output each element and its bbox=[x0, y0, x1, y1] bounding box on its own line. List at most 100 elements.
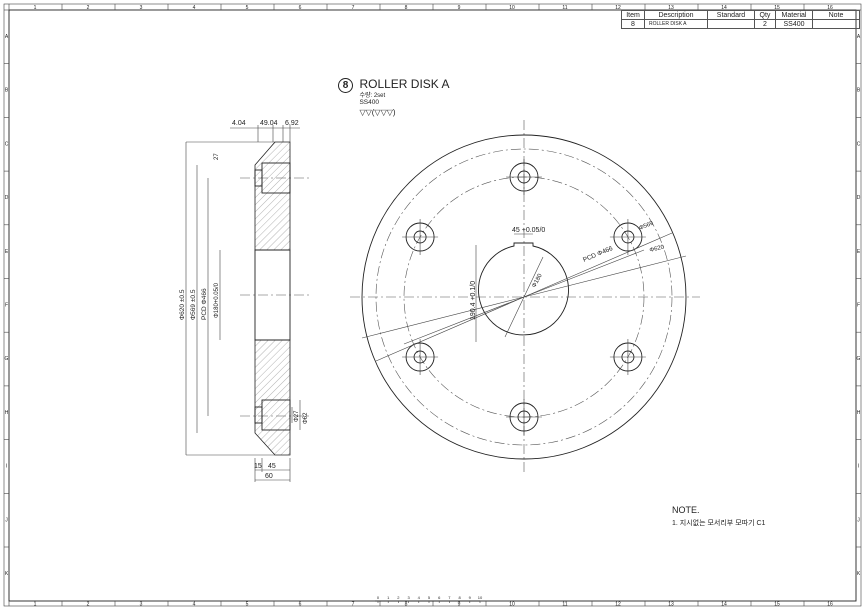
note-title: NOTE. bbox=[672, 505, 700, 515]
column-label: 7 bbox=[352, 5, 355, 11]
bolt-hole bbox=[506, 159, 542, 195]
column-label: 14 bbox=[721, 602, 727, 608]
dim-60: 60 bbox=[265, 473, 273, 480]
dim-d27: Φ27 bbox=[294, 410, 300, 422]
column-label: 13 bbox=[668, 5, 674, 11]
scale-label: 6 bbox=[438, 595, 441, 600]
scale-label: 0 bbox=[377, 595, 380, 600]
dim-6-92: 6.92 bbox=[285, 120, 299, 127]
dim-pcd-front: PCD Φ466 bbox=[582, 245, 614, 264]
column-label: 8 bbox=[405, 5, 408, 11]
column-label: 15 bbox=[774, 602, 780, 608]
row-label: K bbox=[857, 571, 861, 577]
bom-cell: 2 bbox=[754, 19, 776, 29]
bom-header: Note bbox=[812, 10, 860, 20]
part-material: SS400 bbox=[359, 99, 379, 106]
dim-chamfer: 27 bbox=[214, 153, 220, 160]
scale-label: 1 bbox=[387, 595, 390, 600]
column-label: 10 bbox=[509, 5, 515, 11]
column-label: 12 bbox=[615, 602, 621, 608]
column-label: 14 bbox=[721, 5, 727, 11]
dim-d620: Φ620 ±0.5 bbox=[179, 289, 186, 320]
row-label: J bbox=[857, 517, 860, 523]
column-label: 2 bbox=[87, 602, 90, 608]
scale-label: 10 bbox=[478, 595, 483, 600]
dim-bore: Φ180 bbox=[531, 272, 544, 288]
scale-label: 3 bbox=[407, 595, 410, 600]
row-label: D bbox=[5, 195, 9, 201]
dim-pcd: PCD Φ466 bbox=[201, 288, 208, 320]
bolt-hole bbox=[609, 219, 646, 255]
column-label: 1 bbox=[34, 5, 37, 11]
section-hatch-top bbox=[254, 141, 291, 251]
row-label: G bbox=[857, 356, 861, 362]
row-label: B bbox=[5, 88, 9, 94]
column-labels: 1122334455667788991010111112121313141415… bbox=[8, 4, 833, 608]
surface-finish: ▽▽(▽▽▽) bbox=[359, 108, 396, 117]
scale-label: 4 bbox=[418, 595, 421, 600]
column-label: 13 bbox=[668, 602, 674, 608]
row-label: F bbox=[5, 303, 8, 309]
outer-border bbox=[3, 3, 862, 607]
bom-header: Material bbox=[775, 10, 813, 20]
bolt-hole bbox=[506, 399, 542, 435]
bom-row: 8 ROLLER DISK A 2 SS400 bbox=[621, 19, 860, 29]
column-label: 1 bbox=[34, 602, 37, 608]
column-label: 3 bbox=[140, 5, 143, 11]
bolt-hole bbox=[402, 219, 439, 255]
dim-keyway-width: 45 +0.05/0 bbox=[512, 227, 545, 234]
note-block: NOTE. 1. 지시없는 모서리부 모따기 C1 bbox=[672, 505, 765, 528]
section-hatch-bottom bbox=[254, 339, 291, 456]
bom-cell: 8 bbox=[621, 19, 645, 29]
bolt-hole bbox=[609, 339, 646, 375]
column-label: 12 bbox=[615, 5, 621, 11]
column-label: 3 bbox=[140, 602, 143, 608]
row-label: E bbox=[5, 249, 9, 255]
column-label: 16 bbox=[827, 5, 833, 11]
row-label: B bbox=[857, 88, 861, 94]
part-name: ROLLER DISK A bbox=[359, 77, 450, 91]
dim-d569: Φ569 ±0.5 bbox=[190, 289, 197, 320]
dim-45: 45 bbox=[268, 463, 276, 470]
row-label: I bbox=[6, 464, 7, 470]
d569-circle bbox=[375, 148, 673, 446]
dim-d620-front: Φ620 bbox=[649, 244, 665, 254]
column-label: 15 bbox=[774, 5, 780, 11]
column-label: 11 bbox=[562, 5, 567, 11]
row-label: J bbox=[5, 517, 8, 523]
bom-table: Item Description Standard Qty Material N… bbox=[621, 10, 860, 29]
bom-cell: SS400 bbox=[775, 19, 813, 29]
column-label: 7 bbox=[352, 602, 355, 608]
scale-label: 2 bbox=[397, 595, 400, 600]
column-label: 8 bbox=[405, 602, 408, 608]
dim-d180: Φ180+0.05/0 bbox=[214, 282, 220, 318]
bom-cell: ROLLER DISK A bbox=[644, 19, 708, 29]
bom-header: Qty bbox=[754, 10, 776, 20]
dim-d569-front: Φ569 bbox=[638, 220, 655, 232]
part-title-block: 8 ROLLER DISK A 수량: 2set SS400 ▽▽(▽▽▽) bbox=[338, 78, 450, 117]
row-label: F bbox=[857, 303, 860, 309]
row-label: A bbox=[857, 34, 861, 40]
column-label: 9 bbox=[458, 602, 461, 608]
column-label: 10 bbox=[509, 602, 515, 608]
bom-header: Item bbox=[621, 10, 645, 20]
front-view: 45 +0.05/0 190.4 +0.1/0 Φ180 PCD Φ466 Φ5… bbox=[350, 120, 700, 475]
row-label: G bbox=[5, 356, 9, 362]
note-item: 1. 지시없는 모서리부 모따기 C1 bbox=[672, 520, 766, 527]
dim-keyway-height: 190.4 +0.1/0 bbox=[470, 281, 477, 320]
column-label: 4 bbox=[193, 602, 196, 608]
bom-header-row: Item Description Standard Qty Material N… bbox=[621, 10, 860, 20]
row-label: C bbox=[5, 141, 9, 147]
row-label: C bbox=[857, 141, 861, 147]
row-label: E bbox=[857, 249, 861, 255]
side-section-view: 4.04 49.04 6.92 27 Φ620 ±0.5 Φ569 ±0.5 P… bbox=[179, 120, 310, 482]
dim-15: 15 bbox=[254, 463, 262, 470]
part-qty: 수량: 2set bbox=[359, 93, 386, 99]
dim-49-04: 49.04 bbox=[260, 120, 278, 127]
row-label: A bbox=[5, 34, 9, 40]
item-balloon: 8 bbox=[338, 78, 353, 93]
row-label: I bbox=[858, 464, 859, 470]
